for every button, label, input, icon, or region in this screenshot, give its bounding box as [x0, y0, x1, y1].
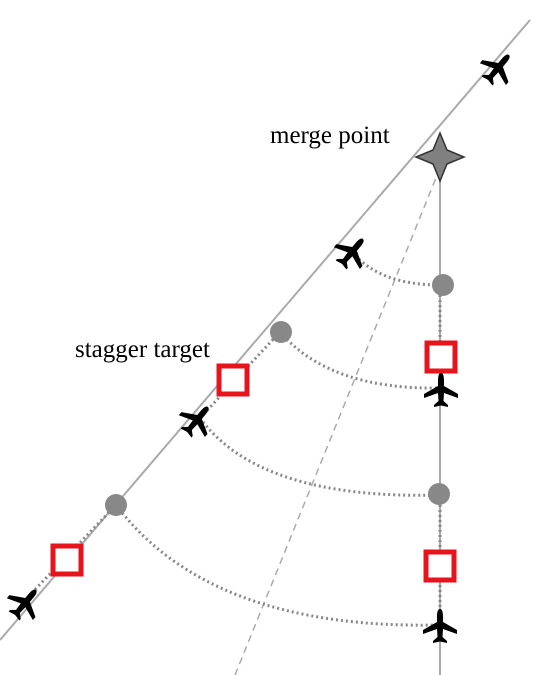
- ghost-dot: [428, 483, 450, 505]
- four-point-star-icon: [414, 131, 466, 183]
- ghost-dot: [105, 494, 127, 516]
- equidistance-arcs: [114, 251, 441, 627]
- stagger-target-label: stagger target: [75, 336, 210, 363]
- airplane-icon: [1, 579, 49, 627]
- stagger-targets: [50, 340, 458, 583]
- diagonal-route-line: [0, 19, 531, 641]
- target-box: [50, 543, 84, 577]
- target-box: [216, 363, 250, 397]
- arc-2: [278, 331, 441, 390]
- target-box: [423, 549, 457, 583]
- ghost-dot: [432, 274, 454, 296]
- airplane-icon: [423, 609, 457, 643]
- arc-1: [350, 251, 441, 287]
- airplane-icon: [173, 396, 221, 444]
- target-box: [424, 340, 458, 374]
- airplane-icon: [424, 373, 458, 407]
- arc-4: [114, 504, 441, 627]
- merge-point-label: merge point: [270, 122, 390, 149]
- ghost-positions: [105, 274, 454, 516]
- arc-3: [198, 417, 441, 497]
- ghost-dot: [270, 321, 292, 343]
- airplane-icon: [328, 228, 376, 276]
- airplane-icon: [474, 44, 522, 92]
